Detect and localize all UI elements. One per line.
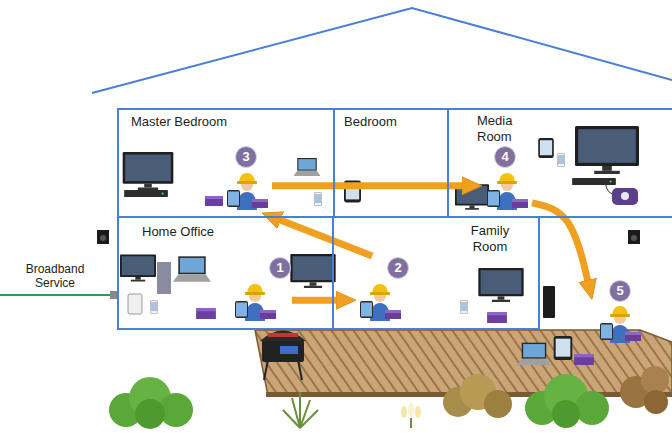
speaker-body bbox=[97, 230, 109, 244]
room-name: Master Bedroom bbox=[131, 114, 227, 130]
laptop bbox=[517, 343, 551, 366]
grill bbox=[260, 331, 306, 381]
technician bbox=[360, 284, 401, 321]
flow-arrow bbox=[275, 218, 372, 256]
callout-circle: 1 bbox=[269, 257, 291, 279]
petal bbox=[415, 406, 421, 418]
grill-lid bbox=[260, 331, 306, 342]
bush-leaf bbox=[552, 400, 580, 428]
speaker-cone bbox=[100, 235, 106, 241]
console-disc bbox=[621, 192, 629, 200]
callout-marker: 1 bbox=[236, 256, 292, 324]
petal bbox=[408, 403, 414, 417]
callout-number: 3 bbox=[242, 150, 249, 164]
room-box: Family Room 2 bbox=[332, 216, 540, 330]
bush-leaf bbox=[135, 399, 165, 429]
bush-green-left bbox=[109, 377, 193, 429]
broadband-line bbox=[0, 294, 112, 296]
phone bbox=[557, 153, 564, 166]
grill-handle bbox=[268, 333, 298, 337]
office-monitor bbox=[120, 255, 156, 282]
room-name: Family Room bbox=[462, 223, 518, 255]
technician bbox=[227, 173, 268, 210]
adapter-box bbox=[487, 312, 507, 323]
callout-number: 2 bbox=[394, 261, 401, 275]
technician bbox=[600, 306, 641, 343]
room-name: Bedroom bbox=[344, 114, 397, 130]
service-label: Broadband Service bbox=[20, 262, 90, 290]
game-console bbox=[606, 178, 638, 205]
callout-circle: 3 bbox=[235, 146, 257, 168]
media-tv bbox=[575, 126, 639, 174]
bush-leaf bbox=[644, 390, 668, 414]
room-box: Media Room 4 bbox=[447, 108, 672, 218]
flow-arrow bbox=[532, 203, 589, 286]
bedroom-tv bbox=[123, 152, 174, 190]
callout-marker: 2 bbox=[356, 256, 410, 324]
family-tv bbox=[478, 268, 523, 302]
stem bbox=[410, 418, 412, 428]
roof-line bbox=[92, 8, 672, 93]
callout-marker: 5 bbox=[592, 279, 642, 347]
phone bbox=[314, 192, 321, 205]
room-box: Home Office 1 bbox=[117, 216, 334, 330]
room-name: Home Office bbox=[142, 224, 214, 240]
console-body bbox=[612, 188, 638, 205]
grill-panel bbox=[280, 346, 298, 354]
callout-marker: 4 bbox=[482, 145, 532, 213]
room-box: Master Bedroom 3 bbox=[117, 108, 335, 218]
callout-circle: 4 bbox=[494, 146, 516, 168]
callout-marker: 3 bbox=[222, 145, 272, 213]
room-box: Bedroom bbox=[333, 108, 449, 218]
callout-number: 5 bbox=[616, 284, 623, 298]
adapter-box bbox=[196, 308, 216, 319]
flow-arrow bbox=[272, 182, 468, 189]
router bbox=[128, 294, 142, 314]
label-holder: Broadband Service bbox=[20, 262, 90, 290]
grill-leg bbox=[298, 360, 302, 380]
bush-brown bbox=[620, 366, 669, 414]
settop-box bbox=[572, 178, 616, 185]
laptop bbox=[294, 158, 321, 176]
speaker-body bbox=[628, 230, 640, 244]
tablet bbox=[554, 336, 573, 360]
settop-box bbox=[124, 190, 168, 197]
room-name: Media Room bbox=[477, 113, 529, 145]
pc-tower bbox=[157, 262, 171, 294]
bush-green-right bbox=[525, 374, 609, 428]
phone bbox=[460, 300, 467, 313]
flow-arrow bbox=[292, 297, 342, 304]
callout-number: 1 bbox=[276, 261, 283, 275]
bush-leaf bbox=[641, 366, 669, 394]
adapter-box bbox=[574, 354, 594, 365]
callout-circle: 2 bbox=[387, 257, 409, 279]
flower bbox=[401, 403, 421, 428]
tablet bbox=[538, 138, 554, 158]
technician bbox=[487, 173, 528, 210]
console-cable bbox=[606, 178, 612, 194]
callout-number: 4 bbox=[501, 150, 508, 164]
speaker-right bbox=[628, 230, 640, 244]
bush-sprigs bbox=[283, 392, 318, 428]
family-pc bbox=[290, 254, 335, 288]
bush-leaf bbox=[484, 390, 512, 418]
laptop bbox=[173, 256, 211, 281]
phone bbox=[150, 300, 157, 313]
technician bbox=[235, 284, 276, 321]
speaker-cone bbox=[631, 235, 637, 241]
speaker-left bbox=[97, 230, 109, 244]
service-jack bbox=[110, 291, 117, 299]
callout-circle: 5 bbox=[609, 280, 631, 302]
gateway-tower bbox=[543, 286, 555, 318]
grill-leg bbox=[264, 360, 268, 380]
bush-twigs bbox=[283, 392, 318, 428]
bush-olive bbox=[443, 374, 512, 418]
petal bbox=[401, 406, 407, 418]
adapter-box bbox=[205, 196, 223, 206]
grill-body bbox=[262, 340, 304, 362]
bush-leaf bbox=[575, 391, 609, 425]
